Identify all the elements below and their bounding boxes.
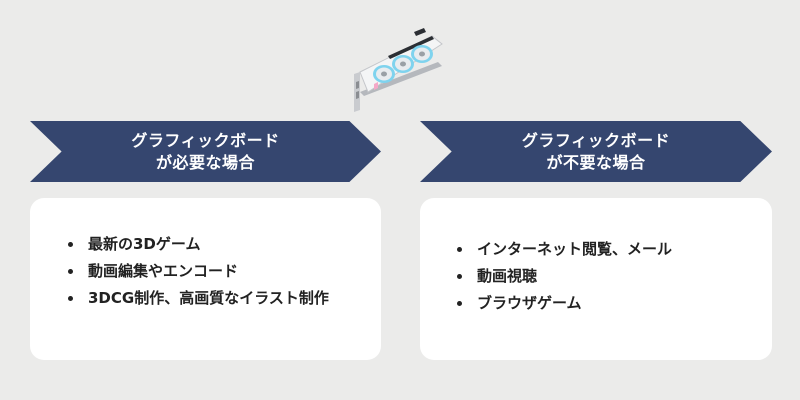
list-item-text: 動画視聴 <box>477 267 538 285</box>
fan-3 <box>411 45 433 63</box>
not-required-banner: グラフィックボード が不要な場合 <box>420 121 772 182</box>
not-required-card: インターネット閲覧、メール 動画視聴 ブラウザゲーム <box>420 198 772 360</box>
not-required-banner-line-2: が不要な場合 <box>546 152 646 172</box>
bullet-icon <box>68 269 73 274</box>
list-item-text: ブラウザゲーム <box>477 294 582 312</box>
required-banner-line-1: グラフィックボード <box>131 130 280 150</box>
bullet-icon <box>68 296 73 301</box>
list-item-text: 最新の3Dゲーム <box>88 235 201 253</box>
not-required-list: インターネット閲覧、メール 動画視聴 ブラウザゲーム <box>457 236 762 317</box>
list-item: 3DCG制作、高画質なイラスト制作 <box>68 285 368 312</box>
fan-2 <box>392 55 414 73</box>
fan-1 <box>373 65 395 83</box>
required-banner-line-2: が必要な場合 <box>155 152 255 172</box>
list-item: 動画視聴 <box>457 263 762 290</box>
not-required-banner-line-1: グラフィックボード <box>521 130 671 150</box>
list-item-text: 3DCG制作、高画質なイラスト制作 <box>88 289 329 307</box>
bullet-icon <box>68 242 73 247</box>
bullet-icon <box>457 274 462 279</box>
list-item-text: インターネット閲覧、メール <box>477 240 673 258</box>
list-item: インターネット閲覧、メール <box>457 236 762 263</box>
list-item: 動画編集やエンコード <box>68 258 368 285</box>
graphics-card-icon <box>354 28 443 112</box>
required-list: 最新の3Dゲーム 動画編集やエンコード 3DCG制作、高画質なイラスト制作 <box>68 231 368 312</box>
required-banner: グラフィックボード が必要な場合 <box>30 121 381 182</box>
bullet-icon <box>457 247 462 252</box>
list-item: ブラウザゲーム <box>457 290 762 317</box>
list-item: 最新の3Dゲーム <box>68 231 368 258</box>
list-item-text: 動画編集やエンコード <box>88 262 239 280</box>
bullet-icon <box>457 301 462 306</box>
required-card: 最新の3Dゲーム 動画編集やエンコード 3DCG制作、高画質なイラスト制作 <box>30 198 381 360</box>
